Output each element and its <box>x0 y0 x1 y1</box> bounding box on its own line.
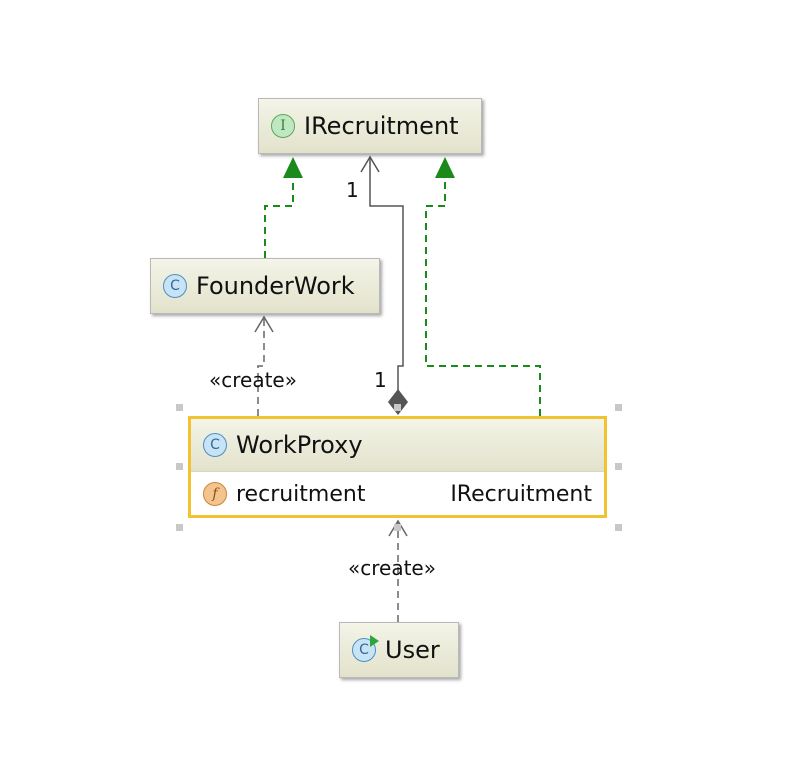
resize-handle-top-left[interactable] <box>176 404 183 411</box>
workproxy-header: C WorkProxy <box>191 419 604 472</box>
create-label-workproxy: «create» <box>348 556 436 580</box>
irecruitment-interface-node[interactable]: I IRecruitment <box>258 98 482 154</box>
workproxy-class-node[interactable]: C WorkProxy f recruitment IRecruitment <box>188 416 607 518</box>
composition-edge[interactable] <box>369 157 404 390</box>
class-icon: C <box>203 433 227 457</box>
composition-open-arrowhead <box>360 155 380 173</box>
resize-handle-bottom-right[interactable] <box>615 524 622 531</box>
dependency-arrowhead-workproxy <box>388 519 408 537</box>
field-type: IRecruitment <box>450 481 592 507</box>
run-marker-icon <box>370 635 379 647</box>
class-icon: C <box>163 274 187 298</box>
realization-founderwork-edge[interactable] <box>264 178 294 258</box>
resize-handle-bottom-left[interactable] <box>176 524 183 531</box>
runnable-class-icon: C <box>352 635 379 662</box>
composition-diamond <box>388 389 408 415</box>
resize-handle-middle-right[interactable] <box>615 463 622 470</box>
resize-handle-top-right[interactable] <box>615 404 622 411</box>
resize-handle-bottom-center[interactable] <box>394 524 401 531</box>
node-title: FounderWork <box>196 272 355 300</box>
realization-arrowhead-left <box>283 157 303 178</box>
field-icon: f <box>203 482 227 506</box>
dependency-arrowhead-founderwork <box>254 315 274 333</box>
node-title: IRecruitment <box>304 112 459 140</box>
realization-arrowhead-right <box>435 157 455 178</box>
multiplicity-label-bottom: 1 <box>374 368 387 392</box>
field-name: recruitment <box>236 481 366 507</box>
field-row-recruitment[interactable]: f recruitment IRecruitment <box>191 472 604 516</box>
resize-handle-top-center[interactable] <box>394 404 401 411</box>
multiplicity-label-top: 1 <box>346 178 359 202</box>
user-class-node[interactable]: C User <box>339 622 459 678</box>
interface-icon: I <box>271 114 295 138</box>
node-title: User <box>385 636 440 664</box>
dependency-create-founderwork-edge[interactable] <box>257 318 265 416</box>
create-label-founderwork: «create» <box>209 368 297 392</box>
realization-workproxy-edge[interactable] <box>425 178 541 416</box>
resize-handle-middle-left[interactable] <box>176 463 183 470</box>
founderwork-class-node[interactable]: C FounderWork <box>150 258 380 314</box>
node-title: WorkProxy <box>236 431 363 459</box>
